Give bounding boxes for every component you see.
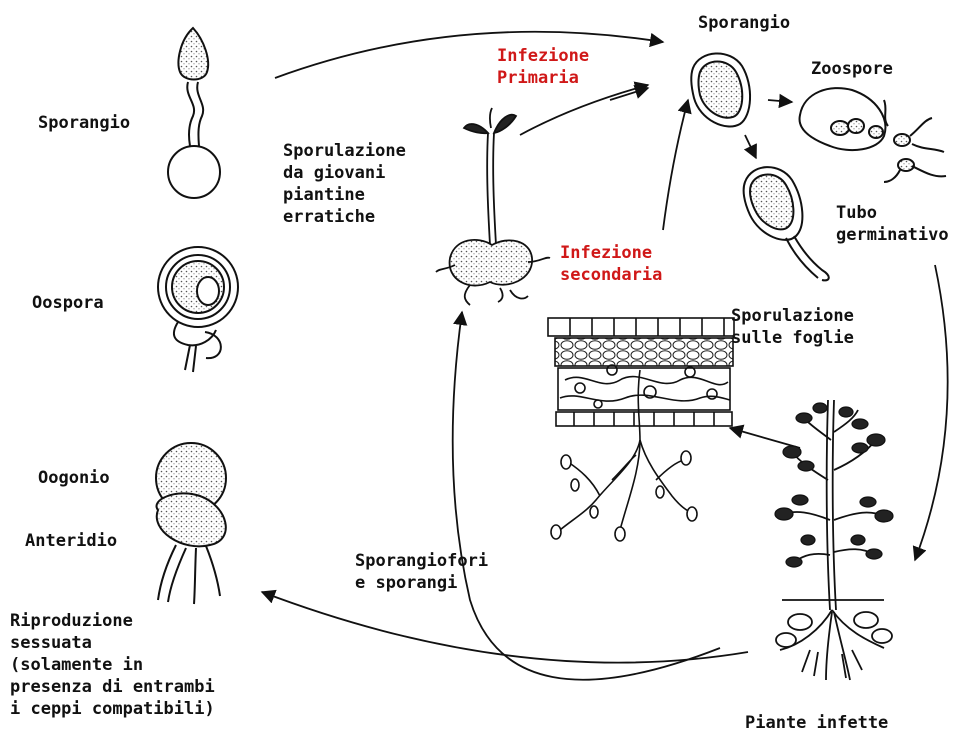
label-piante-infette: Piante infette: [745, 712, 888, 734]
arrow-to-leaf: [730, 428, 800, 448]
label-sporangiofori: Sporangiofori e sporangi: [355, 550, 488, 594]
sporangio-germinating-icon: [168, 28, 220, 198]
oospora-icon: [158, 247, 238, 372]
zoospore-icon: [800, 88, 946, 182]
arrow-big-loop: [453, 312, 720, 680]
label-sporulazione-foglie: Sporulazione sulle foglie: [731, 305, 854, 349]
label-sporangio-top: Sporangio: [698, 12, 790, 34]
label-sporangio-left: Sporangio: [38, 112, 130, 134]
label-sporulazione-piantine: Sporulazione da giovani piantine erratic…: [283, 140, 406, 228]
label-infezione-secondaria: Infezione secondaria: [560, 242, 662, 286]
label-oospora: Oospora: [32, 292, 104, 314]
arrow-right-down: [915, 265, 948, 560]
arrow-primaria-1: [520, 85, 648, 135]
arrow-secondaria: [663, 100, 688, 230]
arrow-sporangio-to-top: [275, 32, 663, 78]
sporangio-top-icon: [691, 53, 750, 126]
leaf-section-icon: [548, 318, 734, 541]
arrow-bottom-back: [262, 592, 748, 663]
germ-tube-sporangio-icon: [744, 167, 829, 280]
young-plantlet-icon: [436, 108, 550, 305]
label-anteridio: Anteridio: [25, 530, 117, 552]
arrow-to-zoospore: [768, 100, 792, 102]
infected-plant-icon: [775, 400, 893, 680]
label-oogonio: Oogonio: [38, 467, 110, 489]
oogonio-anteridio-icon: [156, 443, 226, 604]
label-tubo-germinativo: Tubo germinativo: [836, 202, 949, 246]
label-infezione-primaria: Infezione Primaria: [497, 45, 589, 89]
label-zoospore: Zoospore: [811, 58, 893, 80]
label-riproduzione-sessuata: Riproduzione sessuata (solamente in pres…: [10, 610, 215, 720]
arrow-to-germ: [745, 135, 756, 158]
